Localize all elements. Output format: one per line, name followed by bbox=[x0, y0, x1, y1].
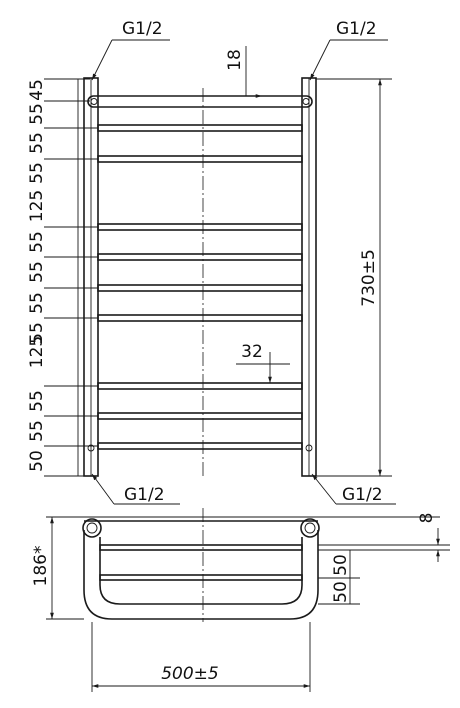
connection-label-top-right: G1/2 bbox=[336, 19, 377, 39]
side-view: 8 50 50 186* 500±5 bbox=[31, 508, 450, 692]
shelf-offset-dimension: 8 bbox=[318, 513, 450, 562]
top-rail bbox=[87, 95, 313, 108]
side-left-cap bbox=[82, 518, 102, 538]
bottom-plug-right bbox=[305, 444, 313, 452]
dim-label: 125 bbox=[27, 190, 47, 222]
shelf-spacing-label-1: 50 bbox=[331, 554, 351, 576]
left-dimension-labels: 45 55 55 55 125 55 55 55 55 125 55 55 50 bbox=[27, 79, 47, 472]
rung-diameter-dimension: 32 bbox=[236, 342, 290, 383]
dim-label: 55 bbox=[27, 103, 47, 125]
dim-label: 125 bbox=[27, 336, 47, 368]
connection-label-bottom-left: G1/2 bbox=[124, 485, 165, 505]
rung-diameter-label: 32 bbox=[241, 342, 263, 362]
overall-height-dimension: 730±5 bbox=[316, 78, 392, 477]
dim-label: 55 bbox=[27, 231, 47, 253]
top-offset-dimension: 18 bbox=[200, 46, 262, 108]
dim-label: 55 bbox=[27, 322, 47, 344]
dim-label: 55 bbox=[27, 261, 47, 283]
shelf-frame bbox=[83, 530, 319, 620]
dim-label: 55 bbox=[27, 420, 47, 442]
side-right-cap bbox=[300, 518, 320, 538]
right-upright bbox=[301, 77, 317, 477]
shelf-offset-label: 8 bbox=[417, 513, 437, 524]
left-upright bbox=[83, 77, 99, 477]
shelf-spacing-label-2: 50 bbox=[331, 581, 351, 603]
bottom-plug-left bbox=[87, 444, 95, 452]
connection-leaders: G1/2 G1/2 G1/2 G1/2 bbox=[91, 19, 396, 505]
top-rail-plug-left bbox=[90, 98, 98, 105]
front-view: 45 55 55 55 125 55 55 55 55 125 55 55 50… bbox=[27, 19, 396, 505]
dim-label: 55 bbox=[27, 292, 47, 314]
overall-height-label: 730±5 bbox=[359, 249, 379, 307]
top-offset-label: 18 bbox=[225, 49, 245, 71]
left-dimension-chain bbox=[44, 78, 98, 477]
shelf-spacing-dimension: 50 50 bbox=[318, 550, 360, 605]
width-label: 500±5 bbox=[161, 664, 219, 684]
connection-label-bottom-right: G1/2 bbox=[342, 485, 383, 505]
shelf-rungs bbox=[99, 544, 303, 581]
side-height-label: 186* bbox=[31, 546, 51, 587]
dim-label: 55 bbox=[27, 162, 47, 184]
connection-label-top-left: G1/2 bbox=[122, 19, 163, 39]
dim-label: 45 bbox=[27, 79, 47, 101]
dim-label: 55 bbox=[27, 132, 47, 154]
front-rungs bbox=[97, 124, 303, 450]
dim-label: 50 bbox=[27, 450, 47, 472]
width-dimension: 500±5 bbox=[91, 622, 311, 692]
dim-label: 55 bbox=[27, 390, 47, 412]
side-height-dimension: 186* bbox=[31, 516, 84, 620]
top-rail-plug-right bbox=[302, 98, 310, 105]
